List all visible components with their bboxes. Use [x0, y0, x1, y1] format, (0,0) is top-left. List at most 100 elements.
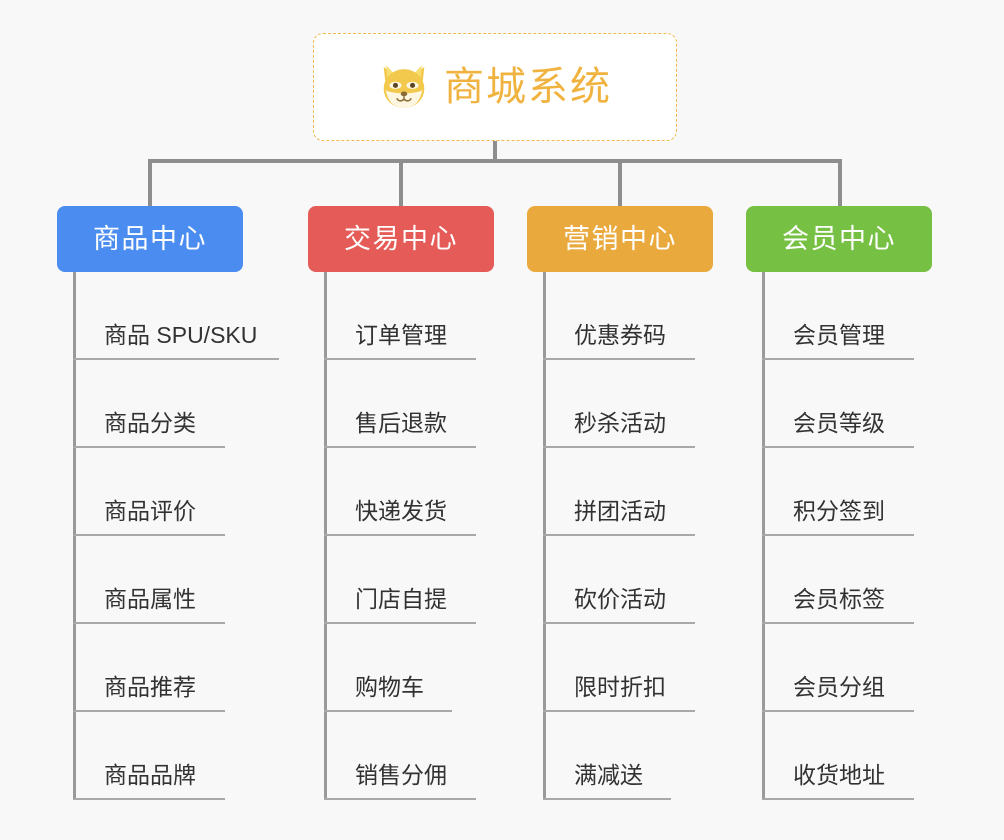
leaf-item-label: 限时折扣: [574, 674, 666, 700]
leaf-item-underline: [324, 534, 476, 536]
leaf-item-label: 商品推荐: [104, 674, 196, 700]
leaf-item[interactable]: 商品 SPU/SKU: [73, 272, 279, 360]
leaf-item-label: 收货地址: [793, 762, 885, 788]
category-header-label: 交易中心: [344, 223, 458, 254]
leaf-item-underline: [73, 446, 225, 448]
connector-drop-2: [399, 159, 403, 208]
leaf-item[interactable]: 订单管理: [324, 272, 476, 360]
leaf-item[interactable]: 会员等级: [762, 360, 914, 448]
leaf-item-label: 销售分佣: [355, 762, 447, 788]
connector-drop-3: [618, 159, 622, 208]
branch-spine: [73, 272, 76, 800]
leaf-item[interactable]: 满减送: [543, 712, 671, 800]
leaf-item-label: 会员管理: [793, 322, 885, 348]
leaf-item-label: 会员标签: [793, 586, 885, 612]
leaf-item-underline: [762, 446, 914, 448]
category-header[interactable]: 会员中心: [746, 206, 932, 272]
leaf-item-underline: [762, 358, 914, 360]
branch-column: 交易中心: [308, 206, 494, 272]
leaf-item[interactable]: 购物车: [324, 624, 452, 712]
branch-spine: [762, 272, 765, 800]
leaf-list: 商品 SPU/SKU 商品分类商品评价商品属性商品推荐商品品牌: [73, 272, 279, 800]
connector-bus: [150, 159, 842, 163]
leaf-item-label: 商品属性: [104, 586, 196, 612]
leaf-item-label: 门店自提: [355, 586, 447, 612]
category-header-label: 商品中心: [93, 223, 207, 254]
leaf-list: 会员管理会员等级积分签到会员标签会员分组收货地址: [762, 272, 914, 800]
leaf-list: 订单管理售后退款快递发货门店自提购物车销售分佣: [324, 272, 476, 800]
category-header[interactable]: 交易中心: [308, 206, 494, 272]
leaf-item-underline: [324, 446, 476, 448]
connector-drop-1: [148, 159, 152, 208]
root-title: 商城系统: [444, 65, 612, 109]
leaf-item-underline: [762, 710, 914, 712]
leaf-item-underline: [73, 622, 225, 624]
leaf-item-label: 商品评价: [104, 498, 196, 524]
leaf-item-underline: [73, 798, 225, 800]
leaf-item[interactable]: 积分签到: [762, 448, 914, 536]
leaf-item[interactable]: 秒杀活动: [543, 360, 695, 448]
leaf-item[interactable]: 销售分佣: [324, 712, 476, 800]
leaf-item-label: 购物车: [355, 674, 424, 700]
leaf-item-underline: [324, 622, 476, 624]
leaf-item-label: 砍价活动: [574, 586, 666, 612]
leaf-item[interactable]: 拼团活动: [543, 448, 695, 536]
leaf-item-underline: [543, 798, 671, 800]
leaf-item-label: 拼团活动: [574, 498, 666, 524]
branch-column: 营销中心: [527, 206, 713, 272]
leaf-item[interactable]: 售后退款: [324, 360, 476, 448]
leaf-item-underline: [543, 622, 695, 624]
leaf-item-underline: [324, 710, 452, 712]
leaf-item-label: 售后退款: [355, 410, 447, 436]
leaf-item-label: 积分签到: [793, 498, 885, 524]
leaf-list: 优惠券码秒杀活动拼团活动砍价活动限时折扣满减送: [543, 272, 695, 800]
leaf-item-label: 会员等级: [793, 410, 885, 436]
leaf-item-label: 商品 SPU/SKU: [104, 322, 258, 348]
leaf-item[interactable]: 会员管理: [762, 272, 914, 360]
leaf-item-label: 秒杀活动: [574, 410, 666, 436]
leaf-item-label: 订单管理: [355, 322, 447, 348]
leaf-item[interactable]: 门店自提: [324, 536, 476, 624]
branch-column: 会员中心: [746, 206, 932, 272]
leaf-item-underline: [73, 358, 279, 360]
leaf-item-label: 商品分类: [104, 410, 196, 436]
leaf-item[interactable]: 限时折扣: [543, 624, 695, 712]
leaf-item-label: 优惠券码: [574, 322, 666, 348]
leaf-item[interactable]: 商品属性: [73, 536, 257, 624]
leaf-item-underline: [543, 710, 695, 712]
leaf-item-label: 商品品牌: [104, 762, 196, 788]
category-header[interactable]: 营销中心: [527, 206, 713, 272]
connector-root-stub: [493, 141, 497, 163]
root-node[interactable]: 商城系统: [313, 33, 677, 141]
category-header[interactable]: 商品中心: [57, 206, 243, 272]
leaf-item-underline: [543, 358, 695, 360]
leaf-item[interactable]: 商品推荐: [73, 624, 257, 712]
category-header-label: 会员中心: [782, 223, 896, 254]
leaf-item-underline: [324, 798, 476, 800]
leaf-item[interactable]: 收货地址: [762, 712, 914, 800]
connector-drop-4: [838, 159, 842, 208]
leaf-item-underline: [73, 534, 225, 536]
branch-spine: [324, 272, 327, 800]
leaf-item-underline: [543, 446, 695, 448]
leaf-item[interactable]: 优惠券码: [543, 272, 695, 360]
leaf-item[interactable]: 会员分组: [762, 624, 914, 712]
leaf-item-label: 满减送: [574, 762, 643, 788]
leaf-item[interactable]: 会员标签: [762, 536, 914, 624]
leaf-item-underline: [324, 358, 476, 360]
leaf-item[interactable]: 商品评价: [73, 448, 257, 536]
leaf-item-label: 会员分组: [793, 674, 885, 700]
shiba-dog-face-icon: [383, 65, 425, 110]
leaf-item[interactable]: 快递发货: [324, 448, 476, 536]
leaf-item-underline: [762, 622, 914, 624]
branch-spine: [543, 272, 546, 800]
category-header-label: 营销中心: [563, 223, 677, 254]
leaf-item[interactable]: 商品品牌: [73, 712, 257, 800]
leaf-item-underline: [73, 710, 225, 712]
leaf-item[interactable]: 砍价活动: [543, 536, 695, 624]
branch-column: 商品中心: [57, 206, 243, 272]
leaf-item-underline: [762, 534, 914, 536]
leaf-item[interactable]: 商品分类: [73, 360, 257, 448]
leaf-item-underline: [543, 534, 695, 536]
